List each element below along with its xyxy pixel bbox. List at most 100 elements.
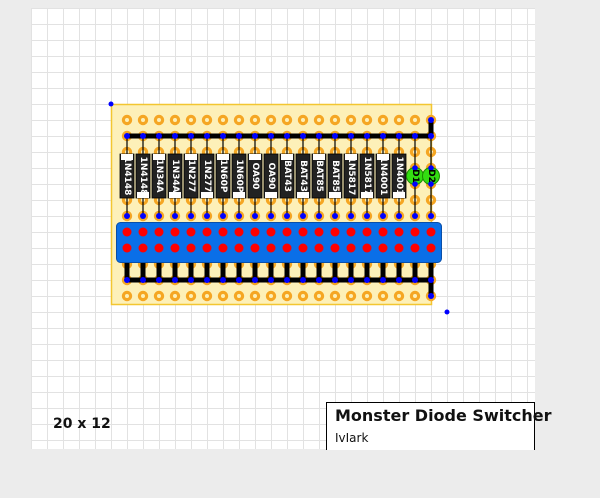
pad-hole[interactable] (153, 114, 165, 126)
connector-pin[interactable] (234, 243, 244, 253)
pad-hole[interactable] (121, 114, 133, 126)
pad-hole[interactable] (121, 290, 133, 302)
connector-pin[interactable] (138, 227, 148, 237)
connector-pin[interactable] (154, 227, 164, 237)
pad-hole[interactable] (297, 114, 309, 126)
connector-pin[interactable] (138, 243, 148, 253)
project-author: IvIark (335, 431, 369, 445)
connector-pin[interactable] (122, 227, 132, 237)
pad-hole[interactable] (297, 290, 309, 302)
resize-handle-top-left[interactable] (108, 101, 114, 107)
pad-hole[interactable] (233, 290, 245, 302)
pad-hole[interactable] (345, 114, 357, 126)
diode-cathode-band (153, 154, 165, 160)
connector-pin[interactable] (282, 243, 292, 253)
pad-hole[interactable] (281, 290, 293, 302)
wire-node (396, 277, 402, 283)
connector-pin[interactable] (410, 227, 420, 237)
pad-hole[interactable] (185, 114, 197, 126)
pad-hole[interactable] (361, 114, 373, 126)
pad-hole[interactable] (329, 290, 341, 302)
pad-hole[interactable] (265, 290, 277, 302)
connector-pin[interactable] (362, 227, 372, 237)
wire-node (172, 133, 178, 139)
connector-pin[interactable] (266, 227, 276, 237)
connector-pin[interactable] (266, 243, 276, 253)
pad-hole[interactable] (313, 290, 325, 302)
diode-cathode-band (377, 154, 389, 160)
pad-hole[interactable] (393, 290, 405, 302)
connector-pin[interactable] (282, 227, 292, 237)
connector-pin[interactable] (298, 227, 308, 237)
pad-hole[interactable] (377, 114, 389, 126)
connector-pin[interactable] (426, 227, 436, 237)
pad-hole[interactable] (137, 290, 149, 302)
led-node (412, 181, 418, 187)
pad-hole[interactable] (393, 114, 405, 126)
pad-hole[interactable] (137, 114, 149, 126)
connector-pin[interactable] (378, 227, 388, 237)
connector-pin[interactable] (362, 243, 372, 253)
connector-pin[interactable] (314, 243, 324, 253)
pad-hole[interactable] (217, 290, 229, 302)
pad-hole[interactable] (169, 290, 181, 302)
wire-node (428, 117, 434, 123)
pad-hole[interactable] (313, 114, 325, 126)
diode-cathode-band (281, 154, 293, 160)
pad-hole[interactable] (153, 290, 165, 302)
connector-pin[interactable] (202, 227, 212, 237)
pad-hole[interactable] (249, 290, 261, 302)
diode-label: 1N34A (154, 159, 164, 192)
connector-pin[interactable] (154, 243, 164, 253)
connector-pin[interactable] (314, 227, 324, 237)
connector-pin[interactable] (394, 243, 404, 253)
connector-pin[interactable] (410, 243, 420, 253)
connector-pin[interactable] (170, 243, 180, 253)
pad-hole[interactable] (265, 114, 277, 126)
connector-pin[interactable] (346, 227, 356, 237)
connector-pin[interactable] (186, 227, 196, 237)
connector-pin[interactable] (250, 227, 260, 237)
connector-pin[interactable] (250, 243, 260, 253)
connector-pin[interactable] (122, 243, 132, 253)
connector-pin[interactable] (330, 227, 340, 237)
wire-node (332, 277, 338, 283)
connector-pin[interactable] (346, 243, 356, 253)
pin-header-connector[interactable] (116, 222, 442, 263)
connector-pin[interactable] (170, 227, 180, 237)
pad-hole[interactable] (185, 290, 197, 302)
pad-hole[interactable] (377, 290, 389, 302)
wire-node (140, 277, 146, 283)
pad-hole[interactable] (169, 114, 181, 126)
pad-hole[interactable] (201, 290, 213, 302)
wire-node (156, 133, 162, 139)
resize-handle-bottom-right[interactable] (444, 309, 450, 315)
wire-node (396, 133, 402, 139)
pad-hole[interactable] (233, 114, 245, 126)
pad-hole[interactable] (249, 114, 261, 126)
connector-pin[interactable] (218, 243, 228, 253)
connector-pin[interactable] (186, 243, 196, 253)
led-node (428, 181, 434, 187)
connector-pin[interactable] (378, 243, 388, 253)
connector-pin[interactable] (330, 243, 340, 253)
wire-node (300, 277, 306, 283)
connector-pin[interactable] (394, 227, 404, 237)
connector-pin[interactable] (202, 243, 212, 253)
pad-hole[interactable] (201, 114, 213, 126)
connector-pin[interactable] (234, 227, 244, 237)
wire-node (428, 293, 434, 299)
pad-hole[interactable] (329, 114, 341, 126)
wire-node (188, 213, 194, 219)
wire-node (428, 277, 434, 283)
pad-hole[interactable] (409, 114, 421, 126)
connector-pin[interactable] (426, 243, 436, 253)
pad-hole[interactable] (217, 114, 229, 126)
pad-hole[interactable] (281, 114, 293, 126)
connector-pin[interactable] (218, 227, 228, 237)
connector-pin[interactable] (298, 243, 308, 253)
pad-hole[interactable] (409, 290, 421, 302)
pad-hole[interactable] (361, 290, 373, 302)
pad-hole[interactable] (345, 290, 357, 302)
